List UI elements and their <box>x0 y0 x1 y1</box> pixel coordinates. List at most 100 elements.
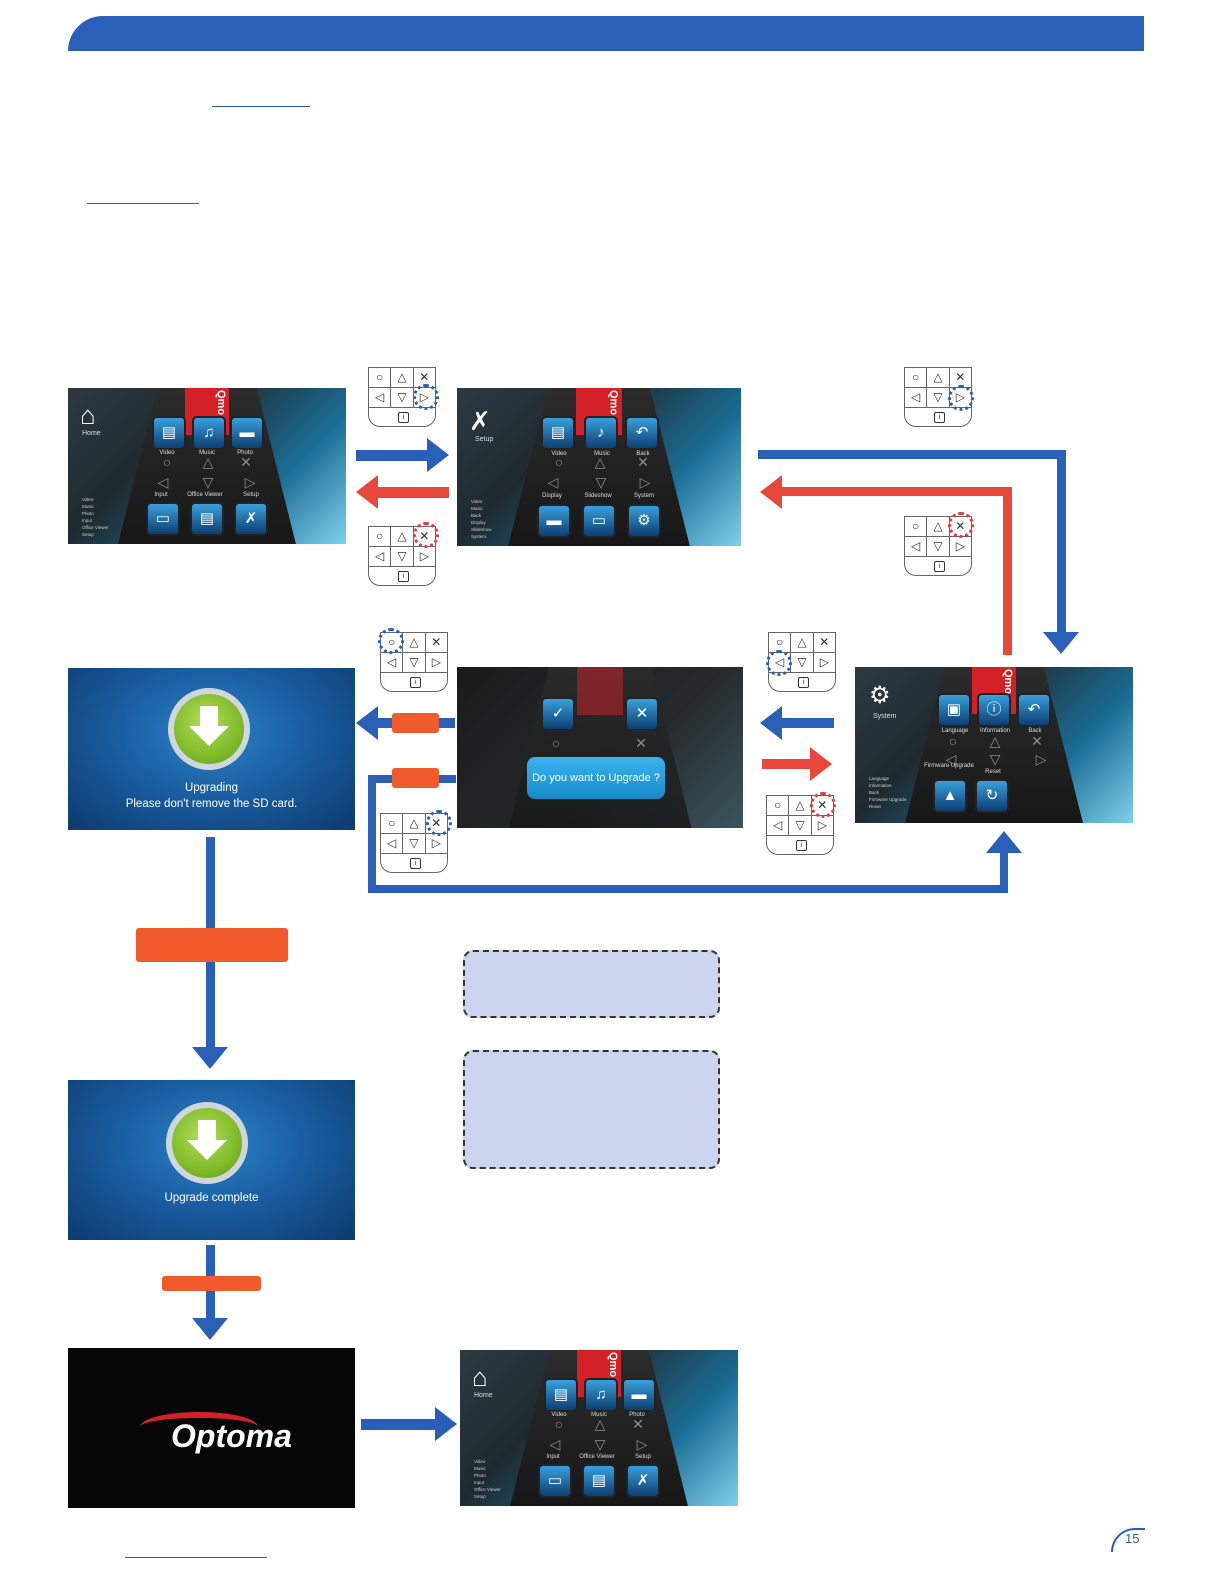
info-key[interactable]: i <box>934 412 945 423</box>
tile-label: Photo <box>629 1412 645 1418</box>
firmware-upgrade-tile[interactable]: ▲ <box>933 779 967 813</box>
triangle-key[interactable]: △ <box>927 368 950 388</box>
cross-key[interactable]: ✕ <box>425 633 447 653</box>
confirm-screen: ✓ ✕ ○ ✕ Do you want to Upgrade ? <box>457 667 743 828</box>
header-bar <box>68 16 1144 51</box>
information-tile[interactable]: ⓘ <box>977 693 1011 727</box>
video-tile[interactable]: ▤ <box>544 1378 578 1412</box>
right-key[interactable]: ▷ <box>813 653 835 673</box>
office-viewer-tile[interactable]: ▤ <box>582 1464 616 1498</box>
display-tile[interactable]: ▬ <box>537 504 571 538</box>
wait-label <box>136 928 288 962</box>
arrow-confirm-to-system <box>762 759 812 769</box>
down-key[interactable]: ▽ <box>791 653 814 673</box>
input-tile[interactable]: ▭ <box>146 502 180 536</box>
arrow-setup-to-home <box>378 487 449 498</box>
triangle-key[interactable]: △ <box>403 814 426 834</box>
arrow-cancel-across <box>368 885 1008 893</box>
download-arrow-shaft <box>198 1120 216 1142</box>
video-tile[interactable]: ▤ <box>152 416 186 450</box>
office-viewer-tile[interactable]: ▤ <box>190 502 224 536</box>
right-key[interactable]: ▷ <box>413 547 435 567</box>
cross-key[interactable]: ✕ <box>813 633 835 653</box>
arrow-head-up <box>986 831 1022 853</box>
triangle-key[interactable]: △ <box>791 633 814 653</box>
circle-key[interactable]: ○ <box>381 814 404 834</box>
upgrade-dialog[interactable]: Do you want to Upgrade ? <box>527 757 665 799</box>
triangle-key[interactable]: △ <box>403 633 426 653</box>
setup-tile[interactable]: ✗ <box>626 1464 660 1498</box>
left-key[interactable]: ◁ <box>905 388 928 408</box>
music-tile[interactable]: ♪ <box>584 416 618 450</box>
triangle-key[interactable]: △ <box>391 368 414 388</box>
tile-label: Music <box>591 1412 607 1418</box>
triangle-key[interactable]: △ <box>789 796 812 816</box>
photo-tile[interactable]: ▬ <box>622 1378 656 1412</box>
info-key[interactable]: i <box>410 677 421 688</box>
right-key[interactable]: ▷ <box>811 816 833 836</box>
down-key[interactable]: ▽ <box>391 547 414 567</box>
info-key[interactable]: i <box>410 858 421 869</box>
circle-key[interactable]: ○ <box>905 368 928 388</box>
right-key[interactable]: ▷ <box>425 653 447 673</box>
confirm-no-tile[interactable]: ✕ <box>625 697 659 731</box>
left-key[interactable]: ◁ <box>381 653 404 673</box>
circle-key[interactable]: ○ <box>905 517 928 537</box>
highlight-ring <box>413 384 439 410</box>
side-item: Information <box>869 783 892 788</box>
left-key[interactable]: ◁ <box>767 816 790 836</box>
download-arrow-head <box>189 726 229 746</box>
tile-label: Photo <box>237 450 253 456</box>
slideshow-tile[interactable]: ▭ <box>582 504 616 538</box>
tile-label: Video <box>551 1412 567 1418</box>
down-key[interactable]: ▽ <box>927 388 950 408</box>
red-stripe <box>577 667 623 716</box>
language-tile[interactable]: ▣ <box>937 693 971 727</box>
triangle-key[interactable]: △ <box>391 527 414 547</box>
tile-label: Music <box>199 450 215 456</box>
setup-tile[interactable]: ✗ <box>234 502 268 536</box>
arrow-head-right <box>810 747 832 781</box>
down-key[interactable]: ▽ <box>927 537 950 557</box>
confirm-yes-tile[interactable]: ✓ <box>541 697 575 731</box>
photo-tile[interactable]: ▬ <box>230 416 264 450</box>
left-key[interactable]: ◁ <box>381 834 404 854</box>
back-tile[interactable]: ↶ <box>1017 693 1051 727</box>
down-key[interactable]: ▽ <box>403 653 426 673</box>
right-key[interactable]: ▷ <box>425 834 447 854</box>
down-key[interactable]: ▽ <box>403 834 426 854</box>
right-icon: ▷ <box>1035 751 1047 767</box>
system-tile[interactable]: ⚙ <box>627 504 661 538</box>
cross-icon: ✕ <box>240 454 252 470</box>
side-item: Language <box>869 776 890 781</box>
info-key[interactable]: i <box>796 840 807 851</box>
tile-label: Language <box>941 728 969 734</box>
down-key[interactable]: ▽ <box>789 816 812 836</box>
back-tile[interactable]: ↶ <box>625 416 659 450</box>
info-key[interactable]: i <box>398 412 409 423</box>
right-key[interactable]: ▷ <box>949 537 971 557</box>
info-key[interactable]: i <box>934 561 945 572</box>
action-label <box>162 1276 261 1291</box>
reset-tile[interactable]: ↻ <box>975 779 1009 813</box>
arrow-head-left <box>356 475 378 509</box>
down-key[interactable]: ▽ <box>391 388 414 408</box>
side-item: Back <box>471 513 482 518</box>
info-key[interactable]: i <box>798 677 809 688</box>
input-tile[interactable]: ▭ <box>538 1464 572 1498</box>
tile-label: Slideshow <box>584 493 612 499</box>
circle-key[interactable]: ○ <box>369 368 392 388</box>
music-tile[interactable]: ♫ <box>584 1378 618 1412</box>
brand-logo: Optoma <box>171 1418 292 1454</box>
music-tile[interactable]: ♫ <box>192 416 226 450</box>
left-key[interactable]: ◁ <box>369 547 392 567</box>
left-key[interactable]: ◁ <box>905 537 928 557</box>
circle-key[interactable]: ○ <box>767 796 790 816</box>
triangle-key[interactable]: △ <box>927 517 950 537</box>
circle-key[interactable]: ○ <box>369 527 392 547</box>
stripe-text: Qmo <box>215 390 228 416</box>
video-tile[interactable]: ▤ <box>541 416 575 450</box>
left-key[interactable]: ◁ <box>369 388 392 408</box>
info-key[interactable]: i <box>398 571 409 582</box>
remote-keypad: ○△✕ ◁▽▷ i <box>380 813 448 873</box>
